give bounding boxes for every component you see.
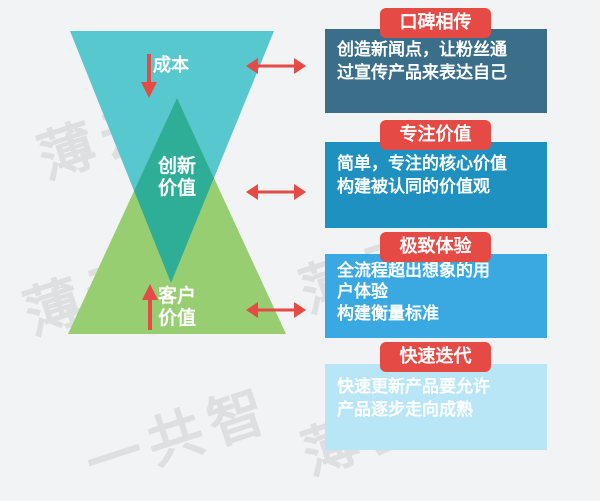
section-line: 构建被认同的价值观	[337, 176, 490, 197]
section-line: 创造新闻点，让粉丝通	[337, 40, 507, 60]
section-line: 户体验	[337, 282, 388, 303]
section-line: 过宣传产品来表达自己	[337, 62, 507, 83]
label-innovation: 创新 价值	[158, 155, 197, 200]
section-line: 产品逐步走向成熟	[337, 399, 473, 420]
section-line: 构建衡量标准	[337, 303, 439, 324]
label-innovation-line1: 创新	[158, 155, 197, 177]
section-title-word-of-mouth: 口碑相传	[380, 8, 491, 38]
section-line: 全流程超出想象的用	[337, 261, 490, 281]
section-box-ultimate-experience: 全流程超出想象的用 户体验 构建衡量标准	[325, 254, 547, 338]
label-innovation-line2: 价值	[158, 176, 197, 199]
label-cost: 成本	[153, 55, 189, 76]
section-box-fast-iteration: 快速更新产品要允许 产品逐步走向成熟	[325, 364, 547, 450]
section-line: 简单，专注的核心价值	[337, 154, 507, 174]
section-box-word-of-mouth: 创造新闻点，让粉丝通 过宣传产品来表达自己	[325, 29, 547, 113]
section-line: 快速更新产品要允许	[337, 377, 490, 397]
hourglass-diagram	[68, 31, 286, 334]
label-customer-line2: 价值	[158, 306, 197, 329]
label-customer: 客户 价值	[158, 285, 197, 330]
section-title-focus-value: 专注价值	[380, 120, 491, 150]
section-title-fast-iteration: 快速迭代	[380, 342, 491, 372]
label-customer-line1: 客户	[158, 285, 197, 307]
section-title-ultimate-experience: 极致体验	[380, 232, 491, 262]
section-box-focus-value: 简单，专注的核心价值 构建被认同的价值观	[325, 142, 547, 228]
